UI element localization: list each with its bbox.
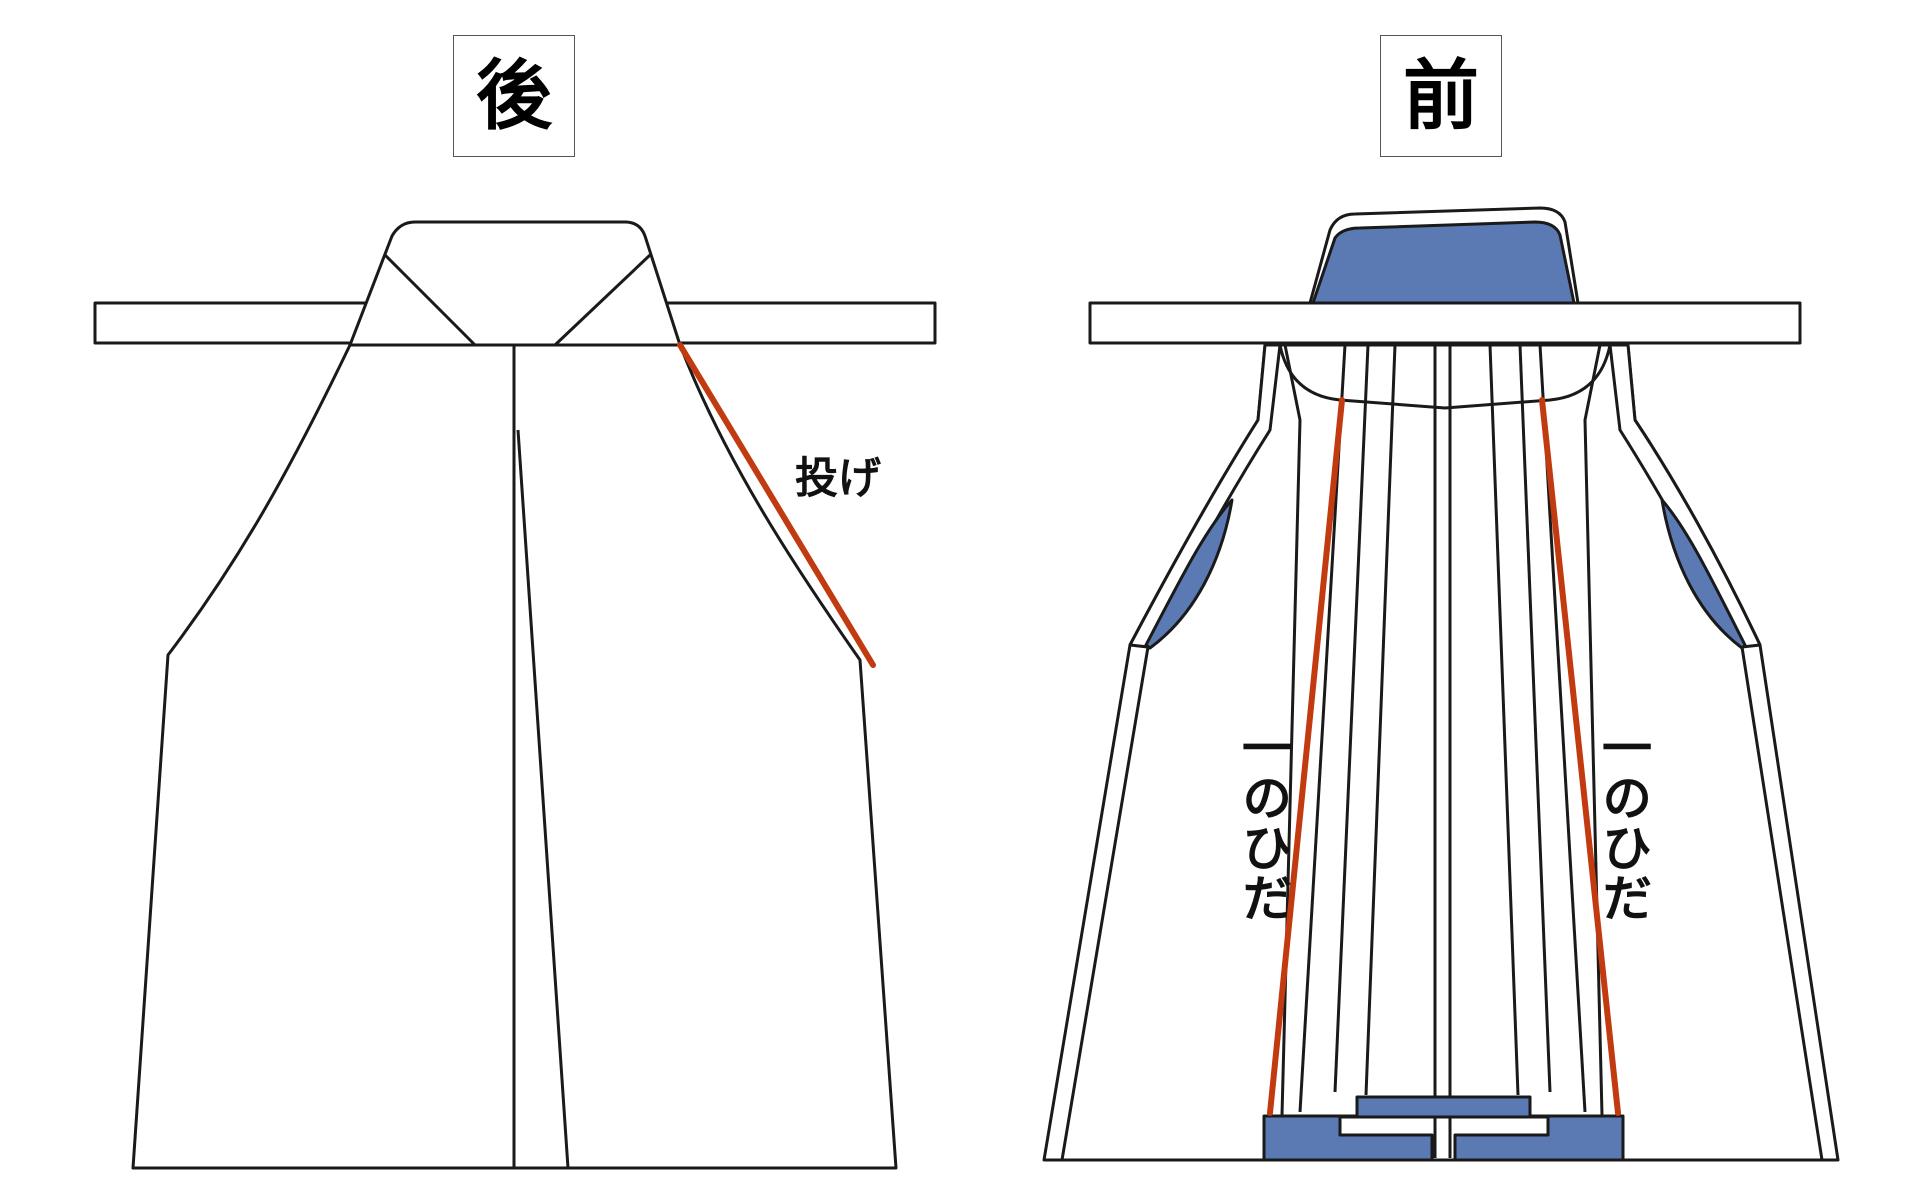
front-belt — [1088, 301, 1802, 345]
front-pleat-line-4 — [1364, 344, 1397, 1096]
front-hem-lining — [1262, 1095, 1625, 1162]
front-skirt — [1042, 343, 1840, 1162]
back-koshiita-fold-right — [553, 253, 652, 347]
ichi-no-hida-annotation-left: 一のひだ — [1234, 722, 1292, 922]
front-pleat-line-5 — [1488, 344, 1520, 1096]
front-ichi-no-hida-line-right — [1539, 397, 1621, 1116]
back-koshiita — [348, 220, 682, 347]
back-nage-line — [677, 342, 876, 668]
nage-annotation: 投げ — [795, 454, 881, 504]
front-waist-arc — [1278, 344, 1612, 410]
front-side-flap-left-outer — [1128, 343, 1282, 649]
front-view-title: 前 — [1380, 35, 1502, 157]
back-koshiita-fold-left — [383, 253, 477, 347]
front-pleat-line-6 — [1518, 344, 1552, 1093]
front-left-edge — [1060, 646, 1150, 1161]
front-side-flap-right-lining — [1660, 498, 1747, 650]
front-right-edge — [1740, 646, 1824, 1161]
front-side-flap-left-lining — [1144, 498, 1234, 650]
front-view — [1042, 206, 1840, 1162]
front-side-flap-right-outer — [1608, 343, 1762, 649]
ichi-no-hida-annotation-right: 一のひだ — [1594, 722, 1652, 922]
front-koshiita-lining — [1311, 220, 1576, 305]
back-view — [93, 220, 937, 1170]
front-pleat-line-3 — [1333, 344, 1370, 1093]
back-view-title: 後 — [453, 35, 575, 157]
front-ichi-no-hida-line-left — [1267, 397, 1345, 1116]
back-center-seam — [512, 345, 570, 1170]
